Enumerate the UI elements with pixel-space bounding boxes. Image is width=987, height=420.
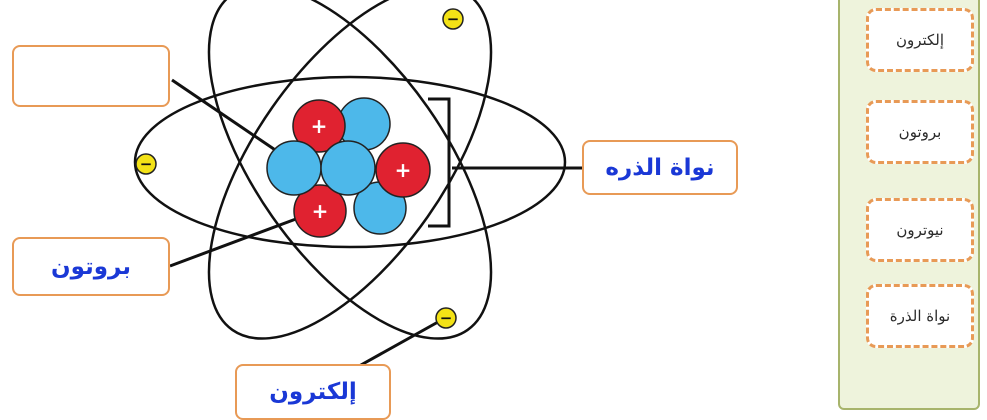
electron-minus: −	[140, 155, 153, 173]
word-bank-panel: إلكترون بروتون نيوترون نواة الذرة	[838, 0, 980, 410]
electron-minus: −	[440, 309, 453, 327]
proton-plus: +	[395, 158, 412, 182]
proton-plus: +	[311, 114, 328, 138]
electron: −	[136, 154, 156, 174]
electron-label: إلكترون	[269, 379, 357, 405]
answer-box-empty[interactable]	[12, 45, 170, 107]
word-bank-item-nucleus[interactable]: نواة الذرة	[866, 284, 974, 348]
electron: −	[443, 9, 463, 29]
electron: −	[436, 308, 456, 328]
electron-minus: −	[447, 10, 460, 28]
neutron	[321, 141, 375, 195]
neutron	[267, 141, 321, 195]
nucleus-bracket	[428, 99, 449, 226]
answer-box-proton[interactable]: بروتون	[12, 237, 170, 296]
answer-box-nucleus[interactable]: نواة الذره	[582, 140, 738, 195]
proton-plus: +	[312, 199, 329, 223]
answer-box-electron[interactable]: إلكترون	[235, 364, 391, 420]
proton-label: بروتون	[51, 254, 131, 280]
word-bank-item-electron[interactable]: إلكترون	[866, 8, 974, 72]
nucleus-label: نواة الذره	[605, 155, 714, 181]
word-bank-item-neutron[interactable]: نيوترون	[866, 198, 974, 262]
word-bank-item-proton[interactable]: بروتون	[866, 100, 974, 164]
